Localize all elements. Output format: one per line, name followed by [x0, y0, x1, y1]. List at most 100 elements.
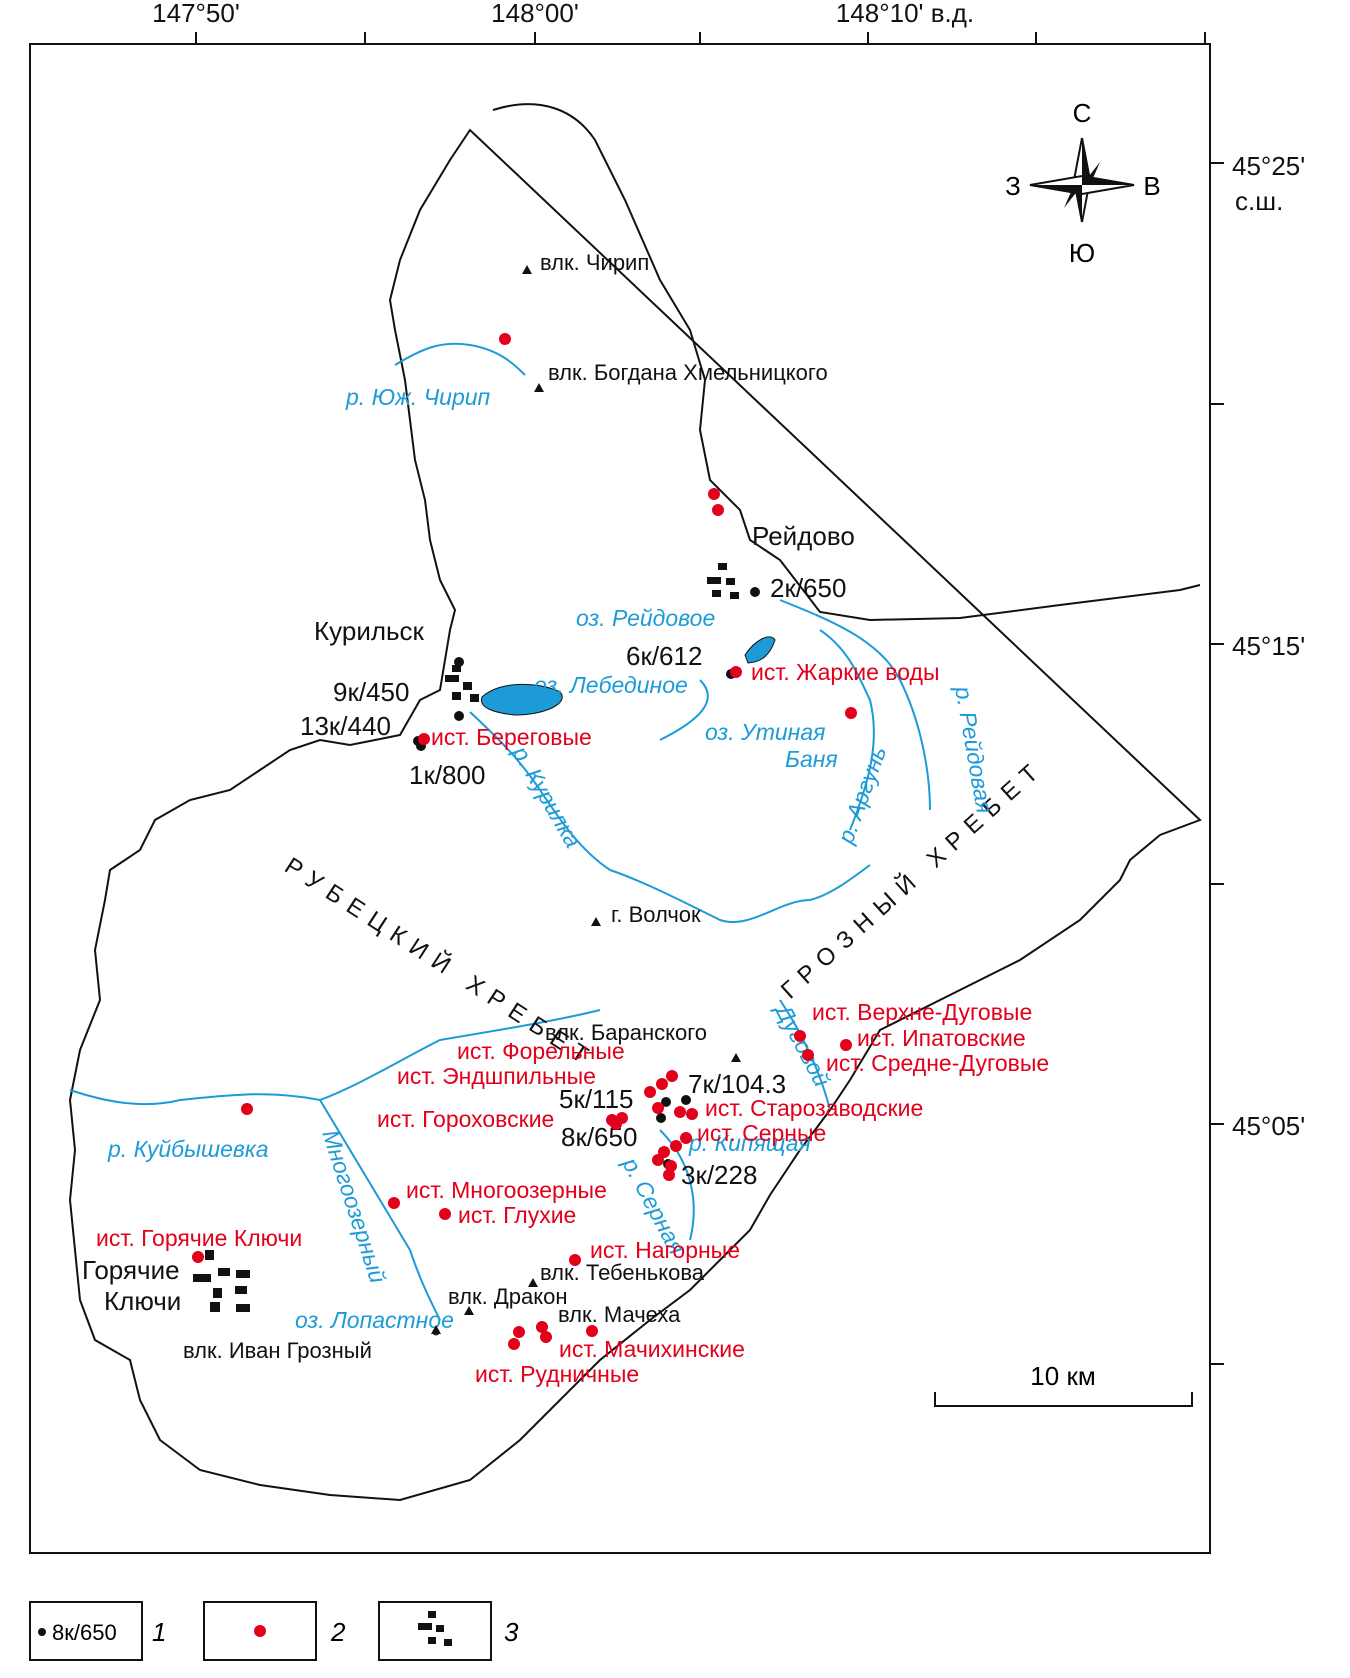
river-mnogoozerny: [319, 1099, 441, 1321]
volcano-drakon-icon: [464, 1306, 474, 1315]
lon-label-148-00: 148°00': [491, 0, 579, 28]
compass-north: С: [1073, 98, 1092, 128]
lake-lebedinoe-label: оз. Лебединое: [534, 672, 688, 698]
compass-south: Ю: [1069, 238, 1095, 268]
settlement-reydovo-symbol: [707, 563, 739, 599]
volcano-chirip-icon: [522, 265, 532, 274]
map-frame: [29, 43, 1211, 1554]
well-8k-label: 8к/650: [561, 1122, 637, 1152]
river-yuzh-chirip-label: р. Юж. Чирип: [345, 384, 491, 410]
spring-verkhne-label: ист. Верхне-Дуговые: [812, 999, 1032, 1025]
settlement-kurilsk-symbol: [445, 665, 479, 702]
legend-num-1: 1: [152, 1617, 166, 1647]
ridge-grozny-label: ГРОЗНЫЙ ХРЕБЕТ: [775, 753, 1050, 1004]
town-klyuchi-label: Ключи: [104, 1286, 181, 1316]
well-5k-label: 5к/115: [559, 1084, 634, 1114]
volcano-khmelnitsky-icon: [534, 383, 544, 392]
spring-ipatov-label: ист. Ипатовские: [857, 1025, 1026, 1051]
well-2k-label: 2к/650: [770, 573, 846, 603]
legend: 8к/650 1 2 3: [29, 1601, 519, 1661]
scale-bar: 10 км: [934, 1361, 1193, 1407]
well-3k-label: 3к/228: [681, 1160, 757, 1190]
legend-box-2: [203, 1601, 317, 1661]
spring-mnogo-label: ист. Многоозерные: [406, 1177, 607, 1203]
legend-spring-symbol: [254, 1625, 266, 1637]
volcano-drakon-label: влк. Дракон: [448, 1284, 568, 1309]
spring-glukhie-label: ист. Глухие: [458, 1202, 576, 1228]
spring-starozav-label: ист. Старозаводские: [705, 1095, 923, 1121]
well-9k-label: 9к/450: [333, 677, 409, 707]
volcano-ivan-label: влк. Иван Грозный: [183, 1338, 372, 1363]
well-1k-label: 1к/800: [409, 760, 485, 790]
river-reydovaya: [779, 599, 931, 811]
spring-machikh-label: ист. Мачихинские: [559, 1336, 745, 1362]
legend-num-3: 3: [504, 1617, 519, 1647]
legend-settlement-symbol: [418, 1611, 452, 1646]
volcano-tebenkov-icon: [528, 1278, 538, 1287]
river-kurilka: [469, 711, 871, 923]
lake-utinaya-label: оз. Утиная: [705, 719, 825, 745]
town-goryachie-label: Горячие: [82, 1255, 180, 1285]
settlement-goryachie-symbol: [193, 1250, 250, 1312]
lat-label-45-05: 45°05': [1232, 1111, 1305, 1141]
compass-west: З: [1005, 171, 1021, 201]
spring-gor-kl-label: ист. Горячие Ключи: [96, 1225, 302, 1251]
spring-zharkie-label: ист. Жаркие воды: [751, 659, 939, 685]
compass-rose: С Ю З В: [1005, 98, 1161, 268]
lake-reydovoe: [744, 636, 776, 664]
volcano-volchok-label: г. Волчок: [611, 902, 701, 927]
town-kurilsk-label: Курильск: [314, 616, 425, 646]
spring-markers: [192, 333, 857, 1350]
lat-label-ssh: с.ш.: [1235, 186, 1283, 216]
volcano-volchok-icon: [591, 917, 601, 926]
island-coastline: [68, 103, 1202, 1502]
volcano-baransky-icon: [731, 1053, 741, 1062]
spring-gorokh-label: ист. Гороховские: [377, 1106, 554, 1132]
river-argun: [819, 629, 875, 831]
legend-well-sample: 8к/650: [52, 1620, 117, 1645]
scale-bar-label: 10 км: [1030, 1361, 1095, 1391]
river-mnogoozerny-label: Многоозерный: [317, 1127, 391, 1287]
legend-num-2: 2: [330, 1617, 346, 1647]
river-kuybyshevka-label: р. Куйбышевка: [107, 1136, 269, 1162]
lat-label-45-25: 45°25': [1232, 151, 1305, 181]
river-kurilka-label: р. Курилка: [507, 741, 586, 852]
river-utinaya: [659, 679, 709, 741]
river-yuzh-chirip: [394, 342, 526, 376]
compass-east: В: [1143, 171, 1160, 201]
spring-sernye-label: ист. Серные: [697, 1120, 826, 1146]
river-kipyaschaya-label: р. Кипящая: [688, 1130, 811, 1156]
town-reydovo-label: Рейдово: [752, 521, 855, 551]
lat-label-45-15: 45°15': [1232, 631, 1305, 661]
river-sernaya: [659, 1129, 695, 1241]
volcano-baransky-label: влк. Баранского: [545, 1020, 707, 1045]
spring-endsh-label: ист. Эндшпильные: [397, 1063, 596, 1089]
spring-beregovye-label: ист. Береговые: [431, 724, 592, 750]
legend-box-3: [378, 1601, 492, 1661]
well-13k-label: 13к/440: [300, 711, 391, 741]
legend-box-1: [29, 1601, 143, 1661]
lake-lebedinoe: [480, 683, 563, 716]
well-7k-label: 7к/104.3: [688, 1069, 786, 1099]
volcano-tebenkov-label: влк. Тебенькова: [540, 1260, 705, 1285]
volcano-chirip-label: влк. Чирип: [540, 250, 649, 275]
volcano-machekha-label: влк. Мачеха: [558, 1302, 681, 1327]
spring-forel-label: ист. Форельные: [457, 1038, 625, 1064]
lake-utinaya-label-2: Баня: [785, 746, 838, 772]
volcano-khmelnitsky-label: влк. Богдана Хмельницкого: [548, 360, 828, 385]
well-6k-label: 6к/612: [626, 641, 702, 671]
lake-lopastnoe-label: оз. Лопастное: [295, 1307, 454, 1333]
spring-rudnich-label: ист. Рудничные: [475, 1361, 639, 1387]
volcano-markers: [431, 265, 741, 1334]
lon-label-147-50: 147°50': [152, 0, 240, 28]
lon-label-148-10: 148°10' в.д.: [836, 0, 974, 28]
legend-well-symbol: [38, 1628, 46, 1636]
river-argun-label: р. Аргунь: [832, 743, 891, 848]
spring-nagornye-label: ист. Нагорные: [590, 1237, 740, 1263]
frame-ticks: [195, 32, 1224, 1365]
river-reydovaya-label: р. Рейдовая: [950, 683, 998, 815]
spring-sredne-label: ист. Средне-Дуговые: [826, 1050, 1049, 1076]
volcano-ivan-icon: [431, 1325, 441, 1334]
lake-reydovoe-label: оз. Рейдовое: [576, 605, 715, 631]
